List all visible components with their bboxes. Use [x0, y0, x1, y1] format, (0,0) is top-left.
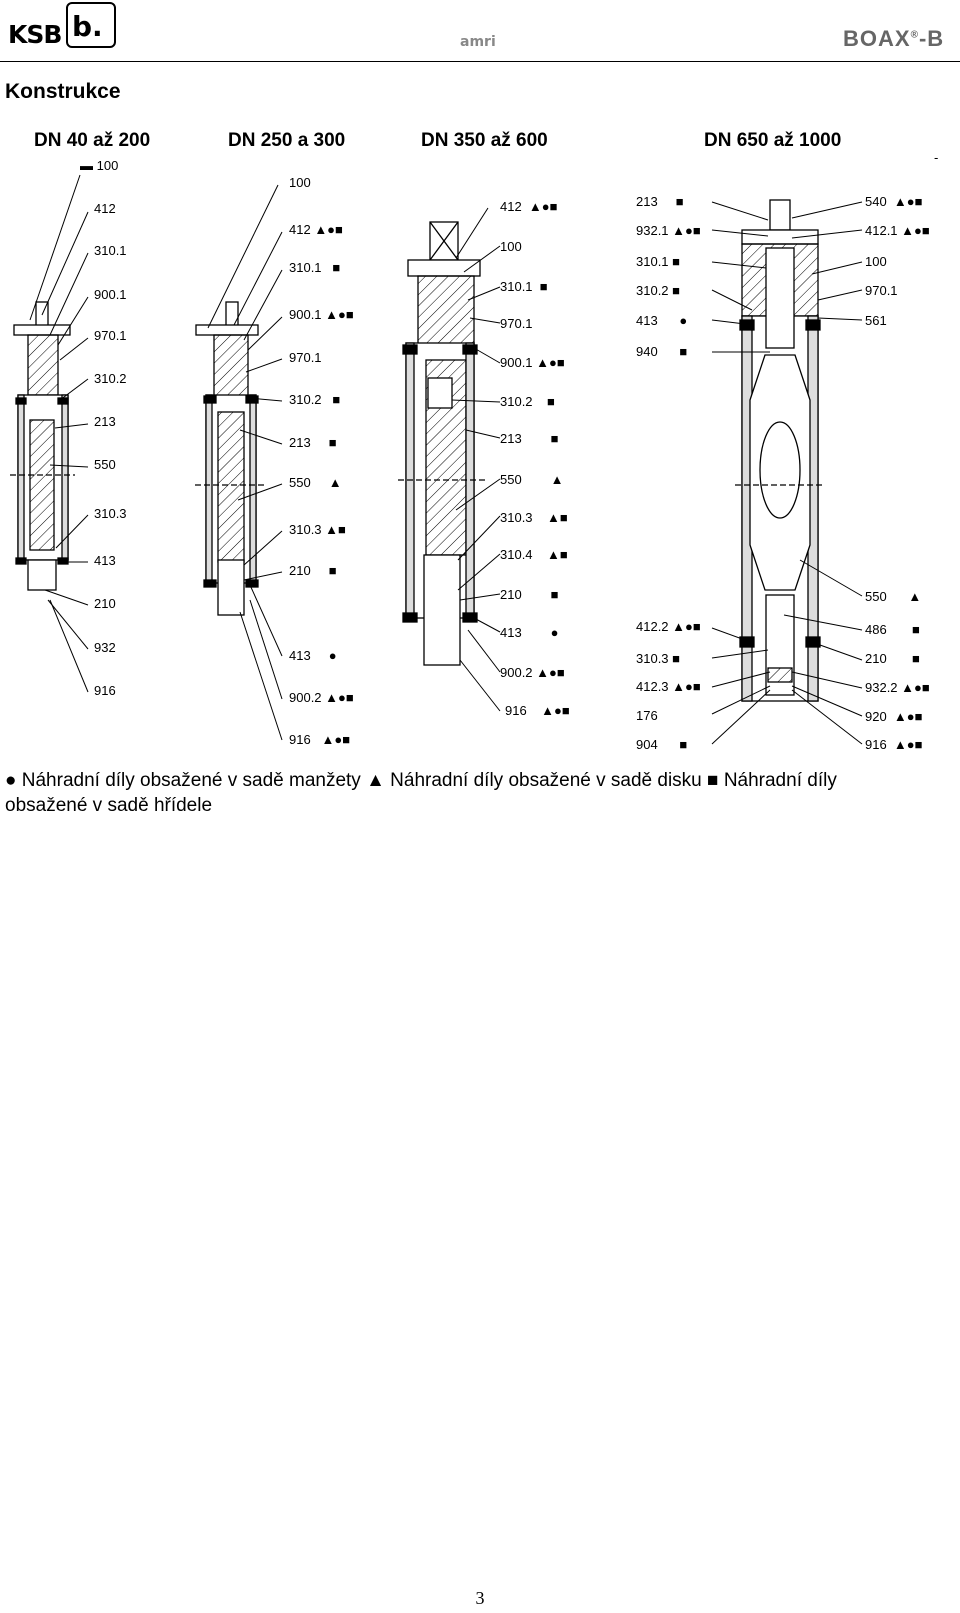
label-c1-900-1: 900.1	[94, 287, 127, 302]
valve-dn350-drawing	[398, 221, 485, 666]
label-c2-900-1: 900.1 ▲●■	[289, 307, 354, 322]
label-c3-310-2: 310.2 ■	[500, 394, 555, 409]
label-c4-486: 486 ■	[865, 622, 920, 637]
label-c3-900-2: 900.2 ▲●■	[500, 665, 565, 680]
label-c4-176: 176	[636, 708, 658, 723]
product-name: BOAX®-B	[843, 26, 945, 51]
triangle-icon: ▲	[366, 770, 385, 791]
square-icon: ■	[707, 770, 719, 791]
label-c1-210: 210	[94, 596, 116, 611]
legend-item-seal-kit: Náhradní díly obsažené v sadě manžety	[21, 770, 361, 791]
header-divider	[0, 61, 960, 62]
ksb-b-mark: b.	[72, 10, 103, 43]
label-c4-210: 210 ■	[865, 651, 920, 666]
column-title-dn650: DN 650 až 1000	[704, 130, 842, 151]
label-c3-310-4: 310.4 ▲■	[500, 547, 568, 562]
label-c1-100: ▬ 100	[80, 158, 119, 173]
mark-dash: -	[934, 150, 939, 165]
label-c1-310-1: 310.1	[94, 243, 127, 258]
label-c4-310-3: 310.3 ■	[636, 651, 681, 666]
valve-dn250-drawing	[195, 301, 265, 616]
label-c3-900-1: 900.1 ▲●■	[500, 355, 565, 370]
label-c4-940: 940 ■	[636, 344, 688, 359]
label-c1-970-1: 970.1	[94, 328, 127, 343]
label-c3-213: 213 ■	[500, 431, 559, 446]
label-c4-100: 100	[865, 254, 887, 269]
legend-item-shaft-kit-2: obsažené v sadě hřídele	[5, 795, 213, 816]
label-c3-210: 210 ■	[500, 587, 559, 602]
legend: ● Náhradní díly obsažené v sadě manžety …	[5, 768, 955, 818]
label-c4-213: 213 ■	[636, 194, 684, 209]
leader-lines	[29, 174, 863, 745]
label-c1-916: 916	[94, 683, 116, 698]
page-number: 3	[475, 1588, 485, 1608]
label-c1-932: 932	[94, 640, 116, 655]
label-c2-412: 412 ▲●■	[289, 222, 343, 237]
column-title-dn250: DN 250 a 300	[228, 130, 346, 151]
label-c3-412: 412 ▲●■	[500, 199, 558, 214]
label-c4-413: 413 ●	[636, 313, 688, 328]
label-c2-916: 916 ▲●■	[289, 732, 351, 747]
label-c4-904: 904 ■	[636, 737, 688, 752]
label-c4-920: 920 ▲●■	[865, 709, 923, 724]
column-title-dn350: DN 350 až 600	[421, 130, 548, 151]
label-c3-310-3: 310.3 ▲■	[500, 510, 568, 525]
label-c1-310-3: 310.3	[94, 506, 127, 521]
label-c3-310-1: 310.1 ■	[500, 279, 548, 294]
label-c1-413: 413	[94, 553, 116, 568]
valve-dn40-drawing	[10, 301, 75, 591]
label-c4-412-1: 412.1 ▲●■	[865, 223, 930, 238]
label-c2-900-2: 900.2 ▲●■	[289, 690, 354, 705]
ksb-logo: KSB	[8, 20, 62, 49]
label-c1-213: 213	[94, 414, 116, 429]
ksb-b-logo-icon	[66, 2, 116, 48]
legend-item-shaft-kit-1: Náhradní díly	[723, 770, 837, 791]
label-c2-213: 213 ■	[289, 435, 337, 450]
label-c1-412: 412	[94, 201, 116, 216]
label-c4-540: 540 ▲●■	[865, 194, 923, 209]
label-c4-550: 550 ▲	[865, 589, 922, 604]
label-c3-916: 916 ▲●■	[505, 703, 570, 718]
label-c2-310-2: 310.2 ■	[289, 392, 341, 407]
amri-logo: amri	[460, 34, 496, 50]
label-c2-100: 100	[289, 175, 311, 190]
label-c3-550: 550 ▲	[500, 472, 564, 487]
label-c4-932-2: 932.2 ▲●■	[865, 680, 930, 695]
label-c4-970-1: 970.1	[865, 283, 898, 298]
legend-item-disc-kit: Náhradní díly obsažené v sadě disku	[390, 770, 702, 791]
circle-icon: ●	[5, 770, 17, 791]
label-c4-561: 561	[865, 313, 887, 328]
label-c4-932-1: 932.1 ▲●■	[636, 223, 701, 238]
label-c2-210: 210 ■	[289, 563, 337, 578]
label-c2-970-1: 970.1	[289, 350, 322, 365]
label-c4-412-2: 412.2 ▲●■	[636, 619, 701, 634]
label-c2-413: 413 ●	[289, 648, 337, 663]
label-c1-550: 550	[94, 457, 116, 472]
label-c4-310-1: 310.1 ■	[636, 254, 681, 269]
label-c2-310-3: 310.3 ▲■	[289, 522, 346, 537]
section-title: Konstrukce	[5, 80, 121, 103]
column-title-dn40: DN 40 až 200	[34, 130, 151, 151]
label-c2-310-1: 310.1 ■	[289, 260, 341, 275]
label-c3-100: 100	[500, 239, 522, 254]
label-c2-550: 550 ▲	[289, 475, 342, 490]
label-c4-916: 916 ▲●■	[865, 737, 923, 752]
label-c4-412-3: 412.3 ▲●■	[636, 679, 701, 694]
label-c4-310-2: 310.2 ■	[636, 283, 681, 298]
valve-dn650-drawing	[735, 199, 825, 702]
label-c3-413: 413 ●	[500, 625, 559, 640]
label-c1-310-2: 310.2	[94, 371, 127, 386]
label-c3-970-1: 970.1	[500, 316, 533, 331]
